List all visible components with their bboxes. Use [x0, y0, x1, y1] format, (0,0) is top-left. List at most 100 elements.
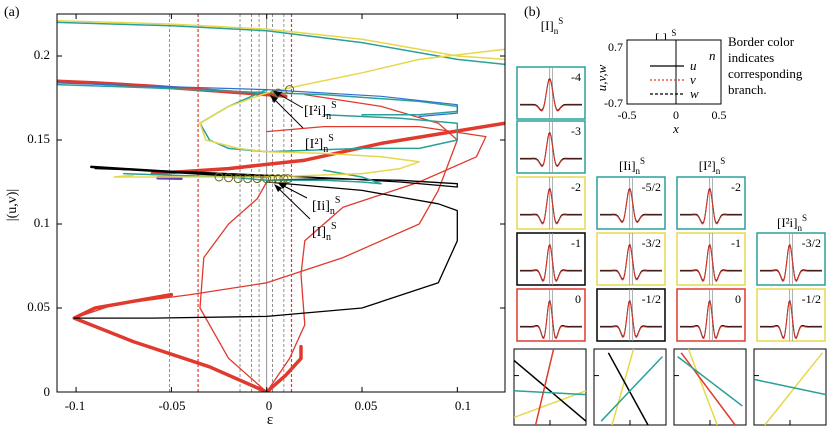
series-line — [90, 165, 268, 179]
legend: [.]nS u,v,w 0.7 -0.7 n u v w -0.5 0 0.5 … — [594, 28, 803, 136]
x-tick-label: -0.1 — [65, 398, 86, 413]
data-marker — [243, 174, 253, 184]
zoom-branch-line — [607, 352, 649, 426]
zoom-branch-line — [753, 378, 827, 396]
profile-v — [520, 300, 582, 340]
annotation-arrowhead — [273, 91, 282, 97]
zoom-branch-line — [611, 348, 635, 426]
cell-label: 0 — [575, 292, 581, 306]
x-tick-label: -0.05 — [158, 398, 185, 413]
annotation-arrow — [271, 96, 304, 129]
legend-entry-w: w — [690, 86, 699, 101]
zoom-branch-line — [513, 390, 587, 396]
data-marker — [283, 174, 293, 184]
series-line — [156, 176, 183, 181]
cell-label: -3/2 — [802, 236, 821, 250]
series-line — [266, 125, 487, 392]
profile-cells: -4-3-2-10-5/2-3/2-1/2-2-10-3/2-1/2 — [516, 66, 826, 342]
zoom-branch-line — [680, 352, 736, 426]
annotation-label: [I²i]nS — [304, 100, 337, 122]
annotation-label: [I]nS — [312, 221, 337, 243]
profile-cell-border — [516, 288, 586, 342]
profile-v — [520, 132, 582, 168]
column-title-sup: S — [720, 156, 725, 166]
panel-b-label: (b) — [524, 5, 541, 20]
data-marker — [233, 174, 243, 184]
column-title-base: [I] — [541, 18, 554, 33]
legend-note-line: branch. — [728, 82, 767, 97]
profile-v — [680, 188, 742, 225]
column-title-base: [I²] — [699, 158, 716, 173]
data-marker — [273, 174, 283, 184]
series-line — [57, 19, 505, 61]
column-titles: [I]nS[Ii]nS[I²]nS[I²i]nS — [541, 16, 807, 233]
cell-label: -1 — [571, 236, 581, 250]
cell-label: -3/2 — [642, 236, 661, 250]
y-tick-label: 0.05 — [27, 299, 50, 314]
data-marker — [279, 174, 289, 184]
zoom-panels — [513, 348, 827, 426]
profile-v — [520, 78, 582, 112]
legend-y-bottom: -0.7 — [604, 96, 623, 110]
profile-v — [600, 244, 662, 281]
plot-a — [57, 14, 505, 393]
profile-v — [760, 300, 822, 340]
column-title: [I]nS — [541, 16, 564, 36]
series-line — [57, 82, 458, 118]
legend-y-top: 0.7 — [608, 40, 623, 54]
profile-cell-border — [676, 232, 746, 286]
panel-a-ylabel: |(u,v)| — [5, 189, 20, 221]
annotation-arrows — [271, 91, 311, 220]
column-title-base: [Ii] — [619, 158, 636, 173]
legend-note-line: Border color — [728, 34, 795, 49]
profile-cell-border — [756, 232, 826, 286]
column-title-sub: n — [636, 166, 641, 176]
legend-entry-u: u — [690, 58, 697, 73]
plot-a-content — [57, 14, 505, 392]
series-line — [113, 48, 505, 178]
data-marker — [267, 174, 277, 184]
series-line — [72, 292, 269, 392]
annotation-arrowhead — [274, 184, 282, 192]
legend-x-tick: 0.5 — [712, 108, 727, 122]
x-tick-label: 0.05 — [355, 398, 378, 413]
zoom-branch-line — [677, 356, 743, 407]
column-title-sub: n — [554, 26, 559, 36]
column-title: [I²]nS — [699, 156, 725, 176]
profile-cell-border — [596, 232, 666, 286]
column-title: [Ii]nS — [619, 156, 645, 176]
zoom-branch-line — [600, 356, 663, 422]
cell-label: -2 — [571, 180, 581, 194]
annotation-arrowhead — [278, 183, 287, 189]
zoom-branch-line — [513, 390, 587, 419]
profile-cell-border — [676, 176, 746, 230]
data-marker — [252, 174, 262, 184]
annotation-label: [I²]nS — [305, 133, 334, 155]
series-line — [73, 93, 458, 319]
profile-cell-border — [676, 288, 746, 342]
y-tick-label: 0.1 — [34, 215, 50, 230]
y-tick-label: 0.15 — [27, 131, 50, 146]
legend-x-tick: -0.5 — [618, 108, 637, 122]
cell-label: -4 — [571, 70, 581, 84]
column-title-sub: n — [797, 223, 802, 233]
profile-cell-border — [516, 232, 586, 286]
column-title-sup: S — [640, 156, 645, 166]
legend-n-label: n — [709, 48, 716, 63]
series-line — [199, 181, 268, 392]
cell-label: 0 — [735, 292, 741, 306]
x-tick-label: 0 — [266, 398, 273, 413]
zoom-branch-line — [687, 348, 718, 426]
data-marker — [285, 85, 295, 95]
x-tick-labels: -0.1 -0.05 0 0.05 0.1 — [65, 398, 471, 413]
legend-xlabel: x — [672, 121, 679, 136]
profile-v — [680, 244, 742, 283]
series-line — [57, 21, 505, 66]
profile-cell-border — [596, 176, 666, 230]
cell-label: -3 — [571, 124, 581, 138]
profile-v — [600, 188, 662, 224]
legend-entry-v: v — [690, 72, 696, 87]
annotation-arrowheads — [270, 91, 287, 192]
legend-ylabel: u,v,w — [594, 64, 609, 91]
